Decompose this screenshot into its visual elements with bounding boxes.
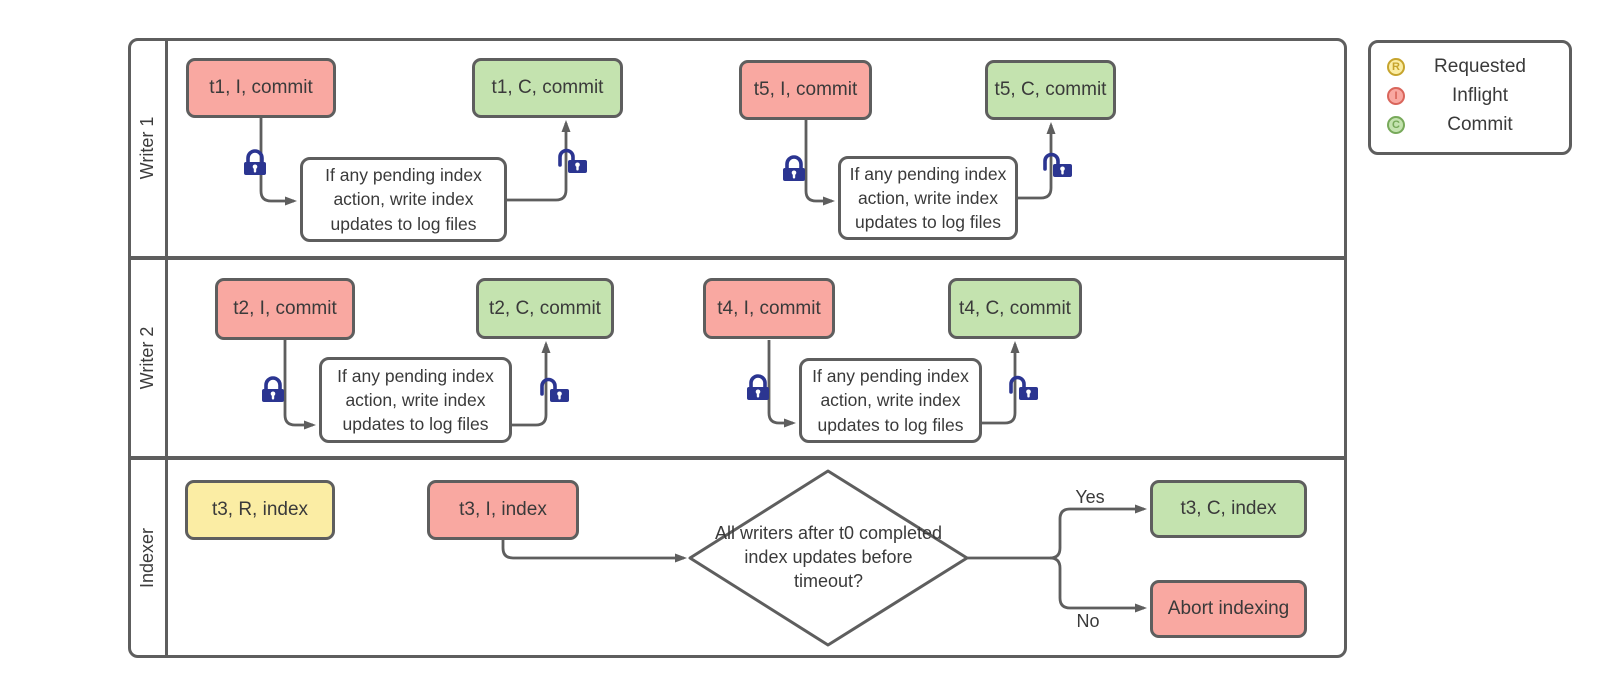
lane-divider-writer1-writer2 (129, 256, 1346, 260)
node-t5-inflight: t5, I, commit (739, 60, 872, 120)
edge-t1-inflight-to-process (259, 118, 297, 206)
node-abort-indexing: Abort indexing (1150, 580, 1307, 638)
lock-closed-icon (260, 376, 286, 404)
decision-diamond (688, 469, 969, 647)
edge-t4-inflight-to-process (767, 340, 796, 428)
edge-process-to-t4-commit (982, 341, 1020, 425)
edge-yes-branch (1049, 504, 1147, 560)
legend-label-inflight: Inflight (1452, 85, 1508, 106)
requested-badge-icon: R (1387, 58, 1405, 76)
inflight-badge-icon: I (1387, 87, 1405, 105)
lane-label-column-divider (165, 40, 168, 656)
node-t1-commit: t1, C, commit (472, 58, 623, 118)
no-branch-label: No (1076, 611, 1100, 631)
lock-closed-icon (745, 374, 771, 402)
edge-process-to-t2-commit (512, 341, 551, 427)
lock-closed-icon (242, 149, 268, 177)
edge-t5-inflight-to-process (804, 120, 835, 206)
yes-branch-label: Yes (1075, 487, 1105, 507)
process-box-writer1-b: If any pending index action, write index… (838, 156, 1018, 240)
node-t1-inflight: t1, I, commit (186, 58, 336, 118)
lock-closed-icon (781, 155, 807, 183)
lock-open-icon (1043, 152, 1074, 179)
node-t3-requested: t3, R, index (185, 480, 335, 540)
node-t5-commit: t5, C, commit (985, 60, 1116, 120)
process-box-writer2-b: If any pending index action, write index… (799, 358, 982, 443)
process-box-writer1-a: If any pending index action, write index… (300, 157, 507, 242)
node-t2-inflight: t2, I, commit (215, 278, 355, 340)
legend-item-inflight: I Inflight (1387, 85, 1555, 107)
node-t4-inflight: t4, I, commit (703, 278, 835, 339)
node-t3-commit: t3, C, index (1150, 480, 1307, 538)
edge-no-branch (1049, 556, 1147, 613)
legend-label-requested: Requested (1434, 56, 1526, 77)
legend-item-requested: R Requested (1387, 56, 1555, 78)
decision-text: All writers after t0 completed index upd… (714, 523, 943, 591)
process-box-writer2-a: If any pending index action, write index… (319, 357, 512, 443)
lane-divider-writer2-indexer (129, 456, 1346, 460)
edge-process-to-t5-commit (1017, 122, 1056, 200)
node-t4-commit: t4, C, commit (948, 278, 1082, 339)
legend: R Requested I Inflight C Commit (1368, 40, 1572, 155)
edge-process-to-t1-commit (507, 120, 571, 202)
edge-t2-inflight-to-process (283, 340, 316, 430)
legend-item-commit: C Commit (1387, 114, 1555, 136)
commit-badge-icon: C (1387, 116, 1405, 134)
node-t3-inflight: t3, I, index (427, 480, 579, 540)
legend-label-commit: Commit (1447, 114, 1513, 135)
lock-open-icon (558, 148, 589, 175)
edge-t3-inflight-to-decision (501, 540, 687, 563)
node-t2-commit: t2, C, commit (476, 278, 614, 339)
